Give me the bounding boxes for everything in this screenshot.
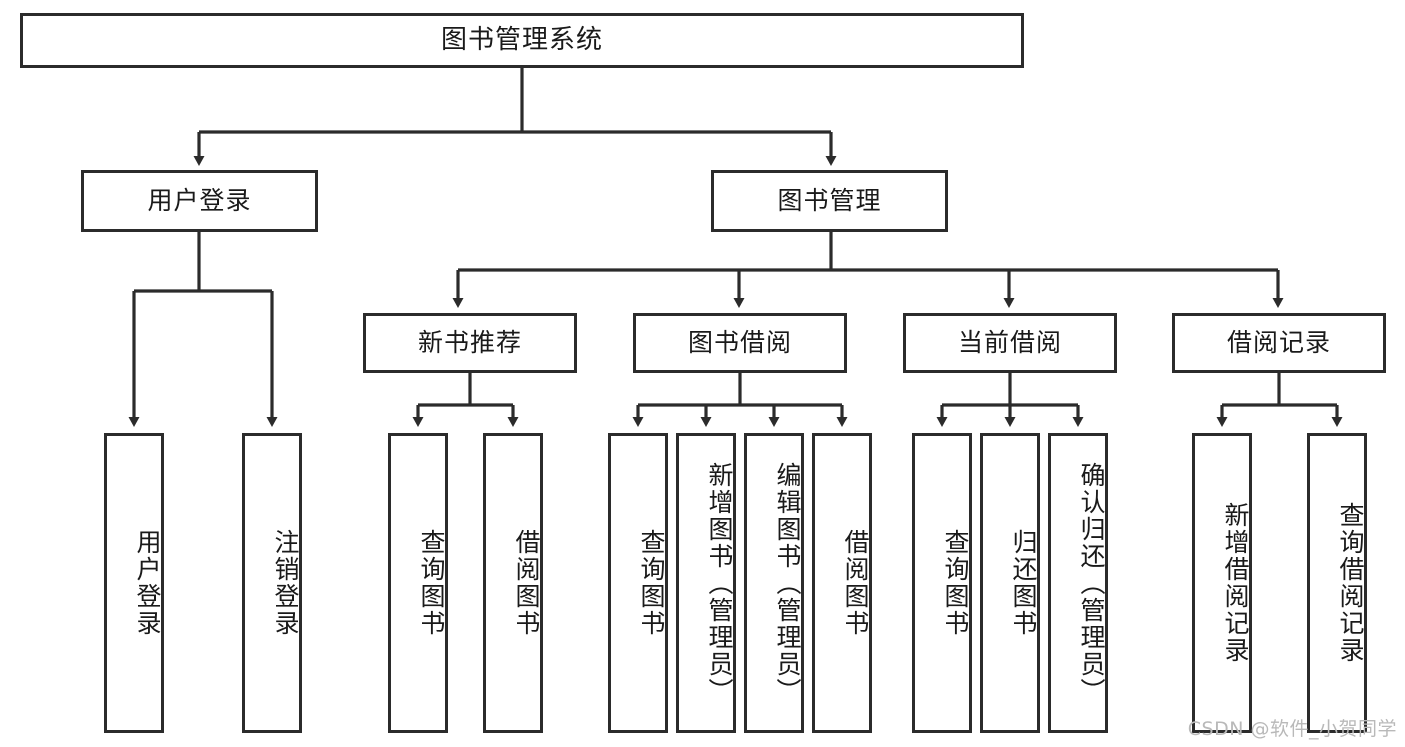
leaf-new-book-query[interactable]: 查询图书 bbox=[388, 433, 448, 733]
node-label: 图书管理系统 bbox=[440, 25, 603, 56]
leaf-user-login-signin[interactable]: 用户登录 bbox=[104, 433, 164, 733]
node-label: 查询图书 bbox=[417, 529, 446, 637]
node-label: 查询借阅记录 bbox=[1336, 502, 1365, 664]
node-label: 新增图书（管理员） bbox=[705, 461, 734, 705]
node-label: 借阅记录 bbox=[1226, 328, 1331, 358]
node-book-management[interactable]: 图书管理 bbox=[711, 170, 948, 232]
leaf-borrow-record-add[interactable]: 新增借阅记录 bbox=[1192, 433, 1252, 733]
node-label: 归还图书 bbox=[1009, 529, 1038, 637]
node-label: 查询图书 bbox=[637, 529, 666, 637]
leaf-book-borrow-edit-admin[interactable]: 编辑图书（管理员） bbox=[744, 433, 804, 733]
node-label: 借阅图书 bbox=[841, 529, 870, 637]
node-root-book-management-system[interactable]: 图书管理系统 bbox=[20, 13, 1024, 68]
csdn-watermark: CSDN @软件_小贺同学 bbox=[1187, 718, 1397, 740]
leaf-current-borrow-confirm-admin[interactable]: 确认归还（管理员） bbox=[1048, 433, 1108, 733]
node-label: 图书借阅 bbox=[687, 328, 792, 358]
leaf-book-borrow-borrow[interactable]: 借阅图书 bbox=[812, 433, 872, 733]
node-new-book-recommend[interactable]: 新书推荐 bbox=[363, 313, 577, 373]
leaf-book-borrow-query[interactable]: 查询图书 bbox=[608, 433, 668, 733]
leaf-borrow-record-query[interactable]: 查询借阅记录 bbox=[1307, 433, 1367, 733]
node-label: 借阅图书 bbox=[512, 529, 541, 637]
node-label: 查询图书 bbox=[941, 529, 970, 637]
leaf-current-borrow-return[interactable]: 归还图书 bbox=[980, 433, 1040, 733]
node-label: 当前借阅 bbox=[957, 328, 1062, 358]
node-label: 用户登录 bbox=[133, 529, 162, 637]
node-label: 编辑图书（管理员） bbox=[773, 461, 802, 705]
node-current-borrow[interactable]: 当前借阅 bbox=[903, 313, 1117, 373]
node-user-login[interactable]: 用户登录 bbox=[81, 170, 318, 232]
leaf-current-borrow-query[interactable]: 查询图书 bbox=[912, 433, 972, 733]
leaf-user-login-signout[interactable]: 注销登录 bbox=[242, 433, 302, 733]
node-label: 注销登录 bbox=[271, 529, 300, 637]
node-label: 新书推荐 bbox=[417, 328, 522, 358]
node-book-borrow[interactable]: 图书借阅 bbox=[633, 313, 847, 373]
node-borrow-record[interactable]: 借阅记录 bbox=[1172, 313, 1386, 373]
node-label: 图书管理 bbox=[777, 186, 882, 216]
leaf-book-borrow-add-admin[interactable]: 新增图书（管理员） bbox=[676, 433, 736, 733]
leaf-new-book-borrow[interactable]: 借阅图书 bbox=[483, 433, 543, 733]
node-label: 新增借阅记录 bbox=[1221, 502, 1250, 664]
node-label: 确认归还（管理员） bbox=[1077, 461, 1106, 705]
node-label: 用户登录 bbox=[147, 186, 252, 216]
